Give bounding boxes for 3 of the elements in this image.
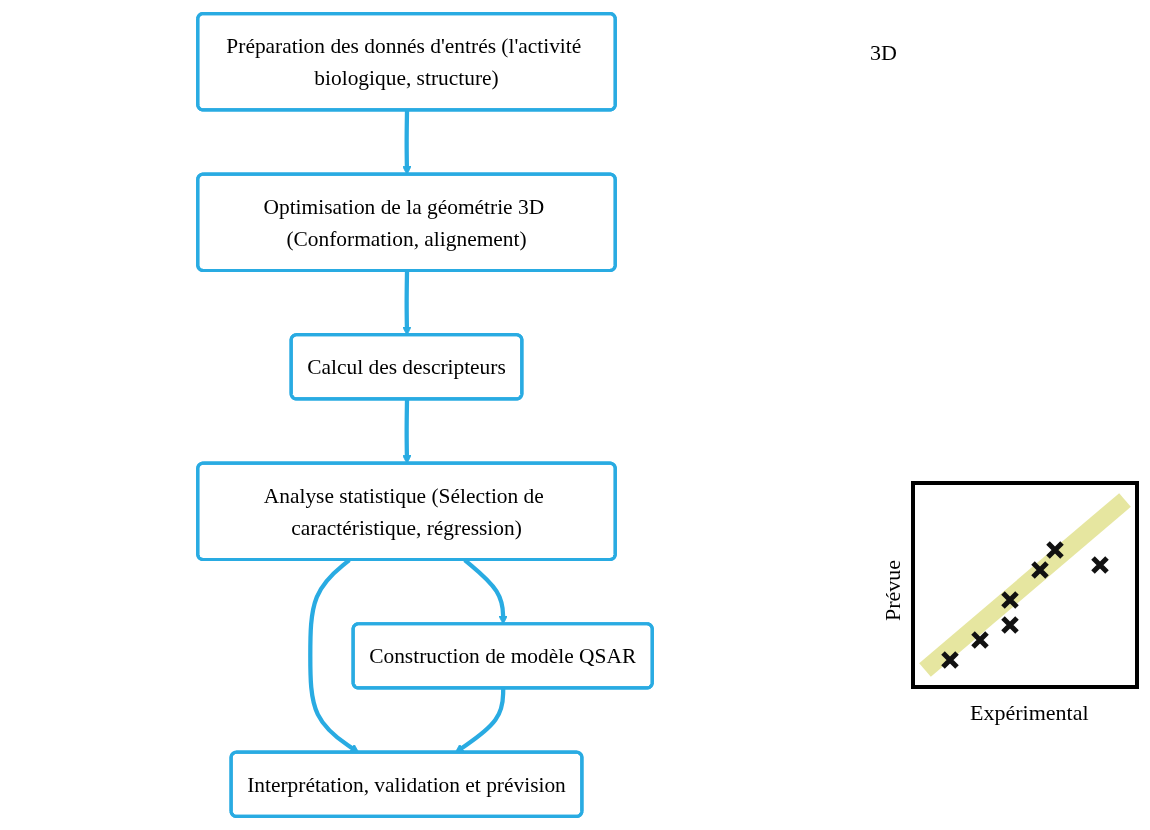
axis-label: Prévue bbox=[880, 560, 906, 622]
note-text: 3D bbox=[870, 40, 897, 66]
axis-label: Expérimental bbox=[970, 700, 1089, 726]
